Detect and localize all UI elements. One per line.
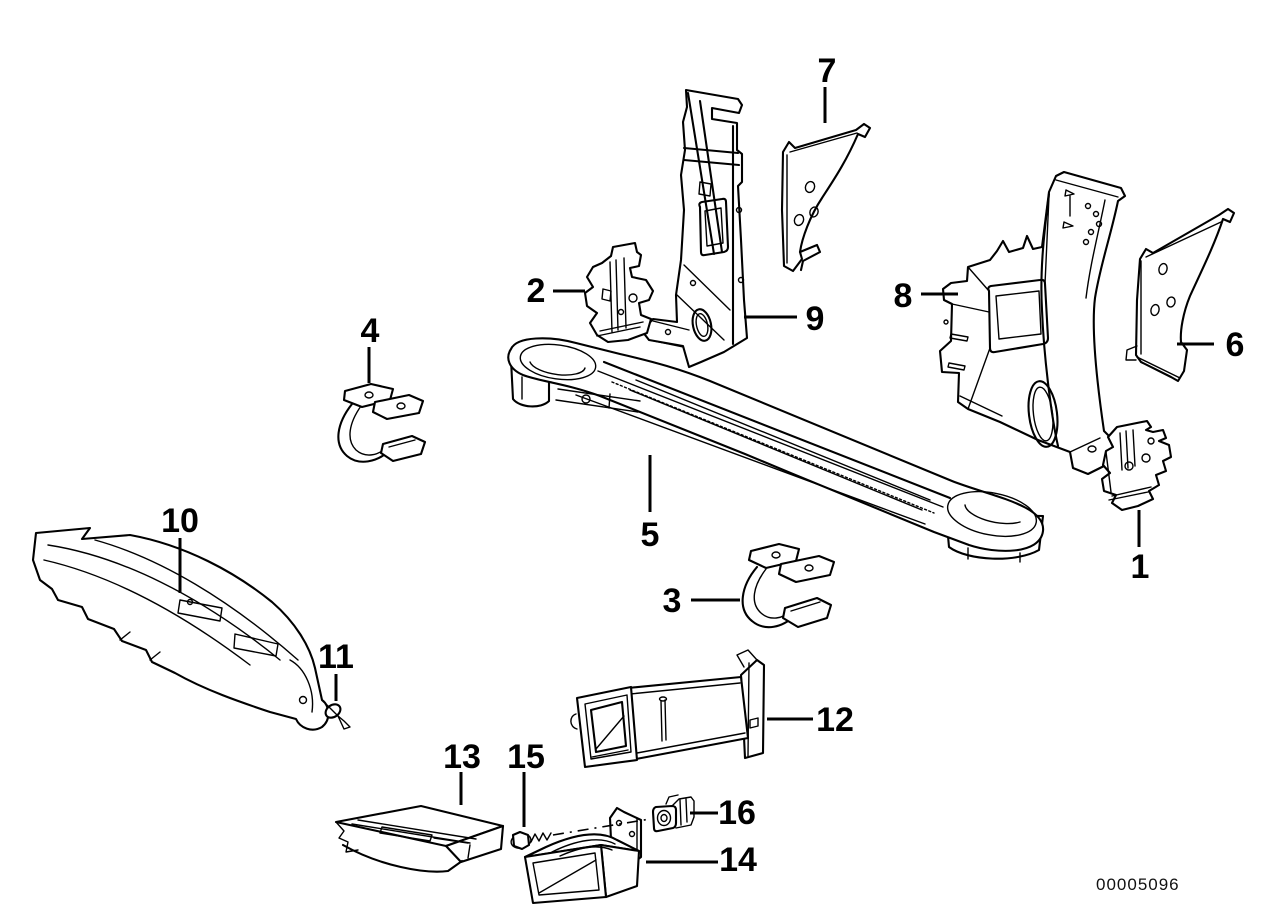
callout-3[interactable]: 3 (663, 582, 682, 620)
callout-9[interactable]: 9 (806, 300, 825, 338)
assembly-axis-line (552, 818, 651, 836)
part-16-illustration (651, 794, 695, 833)
callout-4[interactable]: 4 (361, 312, 380, 350)
callout-14[interactable]: 14 (719, 841, 757, 879)
part-13-illustration (334, 804, 505, 873)
part-15-illustration (510, 830, 552, 851)
part-5-illustration (507, 337, 1045, 563)
callout-8[interactable]: 8 (894, 277, 913, 315)
callout-11[interactable]: 11 (318, 638, 354, 676)
callout-10[interactable]: 10 (161, 502, 199, 540)
part-1-illustration (1100, 419, 1173, 512)
callout-13[interactable]: 13 (443, 738, 481, 776)
callout-16[interactable]: 16 (718, 794, 756, 832)
part-10-illustration (31, 526, 330, 731)
part-4-illustration (337, 382, 427, 463)
doc-number: 00005096 (1096, 875, 1180, 894)
part-7-illustration (780, 122, 872, 273)
part-14-illustration (523, 806, 643, 905)
part-2-illustration (583, 241, 655, 344)
part-8-illustration (938, 170, 1127, 476)
part-6-illustration (1125, 207, 1236, 383)
callout-15[interactable]: 15 (507, 738, 545, 776)
part-12-illustration (570, 649, 766, 769)
callout-1[interactable]: 1 (1131, 548, 1150, 586)
part-9-illustration (640, 88, 749, 369)
callout-2[interactable]: 2 (527, 272, 546, 310)
callout-7[interactable]: 7 (818, 52, 837, 90)
callout-5[interactable]: 5 (641, 516, 660, 554)
callout-6[interactable]: 6 (1226, 326, 1245, 364)
part-3-illustration (741, 542, 836, 629)
callout-12[interactable]: 12 (816, 701, 854, 739)
part-11-illustration (324, 703, 351, 730)
